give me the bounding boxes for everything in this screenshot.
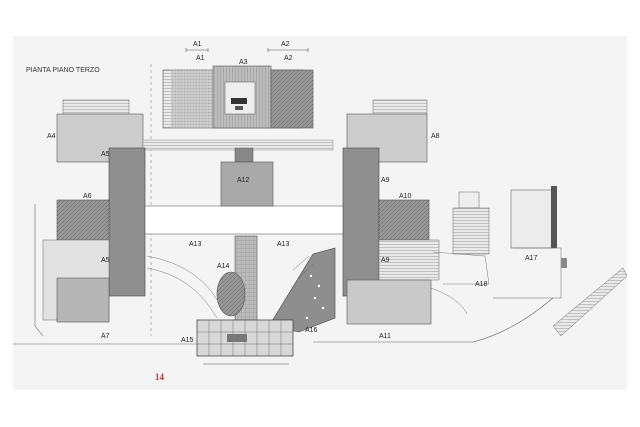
- label-a15: A15: [181, 337, 194, 344]
- page-number: 14: [155, 372, 165, 382]
- floor-plan: PIANTA PIANO TERZO: [13, 41, 627, 382]
- block-a15: [196, 319, 294, 365]
- label-a1-top: A1: [193, 41, 202, 48]
- block-a12: [220, 147, 274, 207]
- label-a6: A6: [83, 193, 92, 200]
- top-dimension-lines: [150, 48, 309, 336]
- block-a6: [42, 199, 110, 323]
- corridor-a13: [126, 139, 368, 235]
- label-a12: A12: [237, 177, 250, 184]
- label-a13-right: A13: [277, 241, 290, 248]
- block-a5: [108, 147, 146, 297]
- label-a10: A10: [399, 193, 412, 200]
- block-a18: [430, 191, 490, 315]
- plan-title: PIANTA PIANO TERZO: [26, 67, 100, 74]
- block-a17: [493, 186, 627, 337]
- block-a10: [346, 199, 440, 325]
- block-a9: [342, 147, 380, 297]
- label-a5-lower: A5: [101, 257, 110, 264]
- label-a14: A14: [217, 263, 230, 270]
- label-a13-left: A13: [189, 241, 202, 248]
- label-a4: A4: [47, 133, 56, 140]
- label-a2: A2: [284, 55, 293, 62]
- label-a17: A17: [525, 255, 538, 262]
- label-a8: A8: [431, 133, 440, 140]
- site-lines: [13, 204, 554, 345]
- label-a9-lower: A9: [381, 257, 390, 264]
- label-a7: A7: [101, 333, 110, 340]
- block-a14: [146, 235, 258, 323]
- block-a3: [162, 65, 314, 129]
- label-a3: A3: [239, 59, 248, 66]
- label-a11: A11: [379, 333, 391, 340]
- area-labels: A1 A2 A1 A3 A2 A4 A5 A6 A5 A7 A8 A9 A10 …: [47, 41, 538, 344]
- label-a5-upper: A5: [101, 151, 110, 158]
- block-a16: [268, 247, 336, 333]
- label-a16: A16: [305, 327, 318, 334]
- label-a2-top: A2: [281, 41, 290, 48]
- drawing-sheet: PIANTA PIANO TERZO: [13, 36, 627, 390]
- label-a9-upper: A9: [381, 177, 390, 184]
- label-a1: A1: [196, 55, 205, 62]
- label-a18: A18: [475, 281, 488, 288]
